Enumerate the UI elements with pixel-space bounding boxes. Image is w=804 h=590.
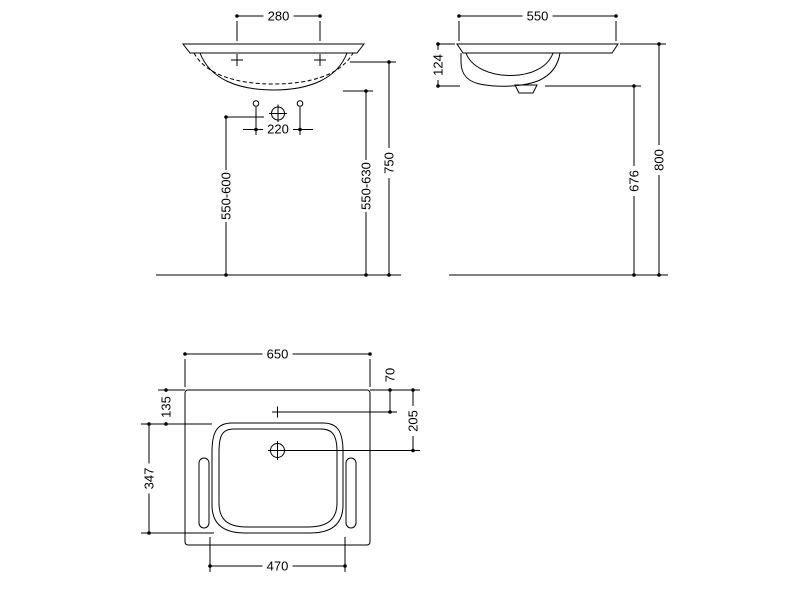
- dim-676-label: 676: [627, 170, 642, 192]
- tap-hole-cross: [268, 441, 287, 460]
- fixing-hole-right: [296, 100, 304, 107]
- basin-top-edge: [181, 43, 366, 54]
- dim-label-background: [381, 148, 397, 178]
- tap-hole-mark: [268, 441, 287, 460]
- dim-135-label: 135: [159, 396, 174, 418]
- dim-550: 550: [457, 8, 618, 41]
- bowl-rim-inner: [218, 428, 338, 528]
- overflow-position-cross: [272, 406, 283, 418]
- dim-135: 135: [158, 388, 185, 426]
- dim-280: 280: [235, 8, 322, 41]
- dim-550-label: 550: [527, 9, 549, 24]
- dim-550-630: 550-630: [343, 89, 374, 277]
- dim-280-extension-lines: [236, 21, 321, 41]
- dim-470-label: 470: [267, 559, 289, 574]
- dim-label-background: [651, 145, 667, 175]
- dim-124-label: 124: [431, 54, 446, 76]
- front-view: 280 220 550-600 550-630: [156, 8, 401, 277]
- dim-280-label: 280: [268, 9, 290, 24]
- bowl-rim-outer: [211, 422, 344, 534]
- side-view: 550 124 676 800: [430, 8, 668, 277]
- tap-position-crosses: [231, 54, 326, 66]
- dim-800-label: 800: [652, 149, 667, 171]
- dim-550-600-label: 550-600: [219, 172, 234, 220]
- dim-220-label: 220: [267, 122, 289, 137]
- dim-676: 676: [545, 84, 642, 277]
- dim-70: 70: [382, 364, 398, 414]
- dim-650-label: 650: [267, 347, 289, 362]
- dim-550-630-label: 550-630: [359, 162, 374, 210]
- dim-650-extension-lines: [184, 359, 371, 387]
- dim-205-label: 205: [406, 410, 421, 432]
- dim-label-background: [262, 346, 293, 362]
- dim-750: 750: [350, 60, 397, 277]
- dim-650: 650: [183, 346, 372, 387]
- dim-label-background: [263, 122, 293, 137]
- bowl-hidden-rim: [193, 52, 354, 85]
- dim-label-background: [358, 160, 374, 212]
- dim-470: 470: [208, 537, 347, 574]
- dim-label-background: [382, 364, 398, 386]
- basin-outline-top: [184, 389, 371, 546]
- basin-top-edge: [456, 43, 619, 54]
- bowl-profile-outline: [460, 52, 561, 87]
- dim-label-background: [262, 558, 293, 574]
- fixing-hole-left: [252, 100, 260, 107]
- grip-slot-right: [345, 457, 357, 529]
- dim-205: 205: [405, 388, 421, 453]
- dim-800: 800: [620, 42, 667, 277]
- bowl-profile-inner: [465, 52, 554, 77]
- grip-slot-left: [198, 457, 210, 529]
- dim-550-600: 550-600: [218, 115, 264, 277]
- plan-view: 650 70 205 135: [141, 346, 421, 574]
- dim-label-background: [430, 50, 446, 80]
- dim-label-background: [626, 166, 642, 196]
- dim-750-label: 750: [382, 152, 397, 174]
- dim-label-background: [218, 170, 234, 222]
- dim-220: 220: [243, 107, 313, 137]
- dim-label-background: [158, 392, 174, 422]
- dim-347-label: 347: [142, 468, 157, 490]
- dim-70-label: 70: [383, 368, 398, 382]
- drain-center-mark: [269, 104, 287, 123]
- dim-label-background: [522, 8, 553, 24]
- dim-347: 347: [141, 422, 214, 535]
- dim-124: 124: [430, 42, 460, 88]
- dim-label-background: [141, 463, 157, 494]
- bowl-outline: [199, 52, 348, 91]
- drain-fitting: [514, 84, 538, 94]
- dim-label-background: [405, 406, 421, 436]
- dim-124-reference-lines: [438, 43, 460, 87]
- dim-550-extension-lines: [458, 21, 617, 41]
- drain-cross: [269, 104, 287, 123]
- dim-label-background: [263, 8, 294, 24]
